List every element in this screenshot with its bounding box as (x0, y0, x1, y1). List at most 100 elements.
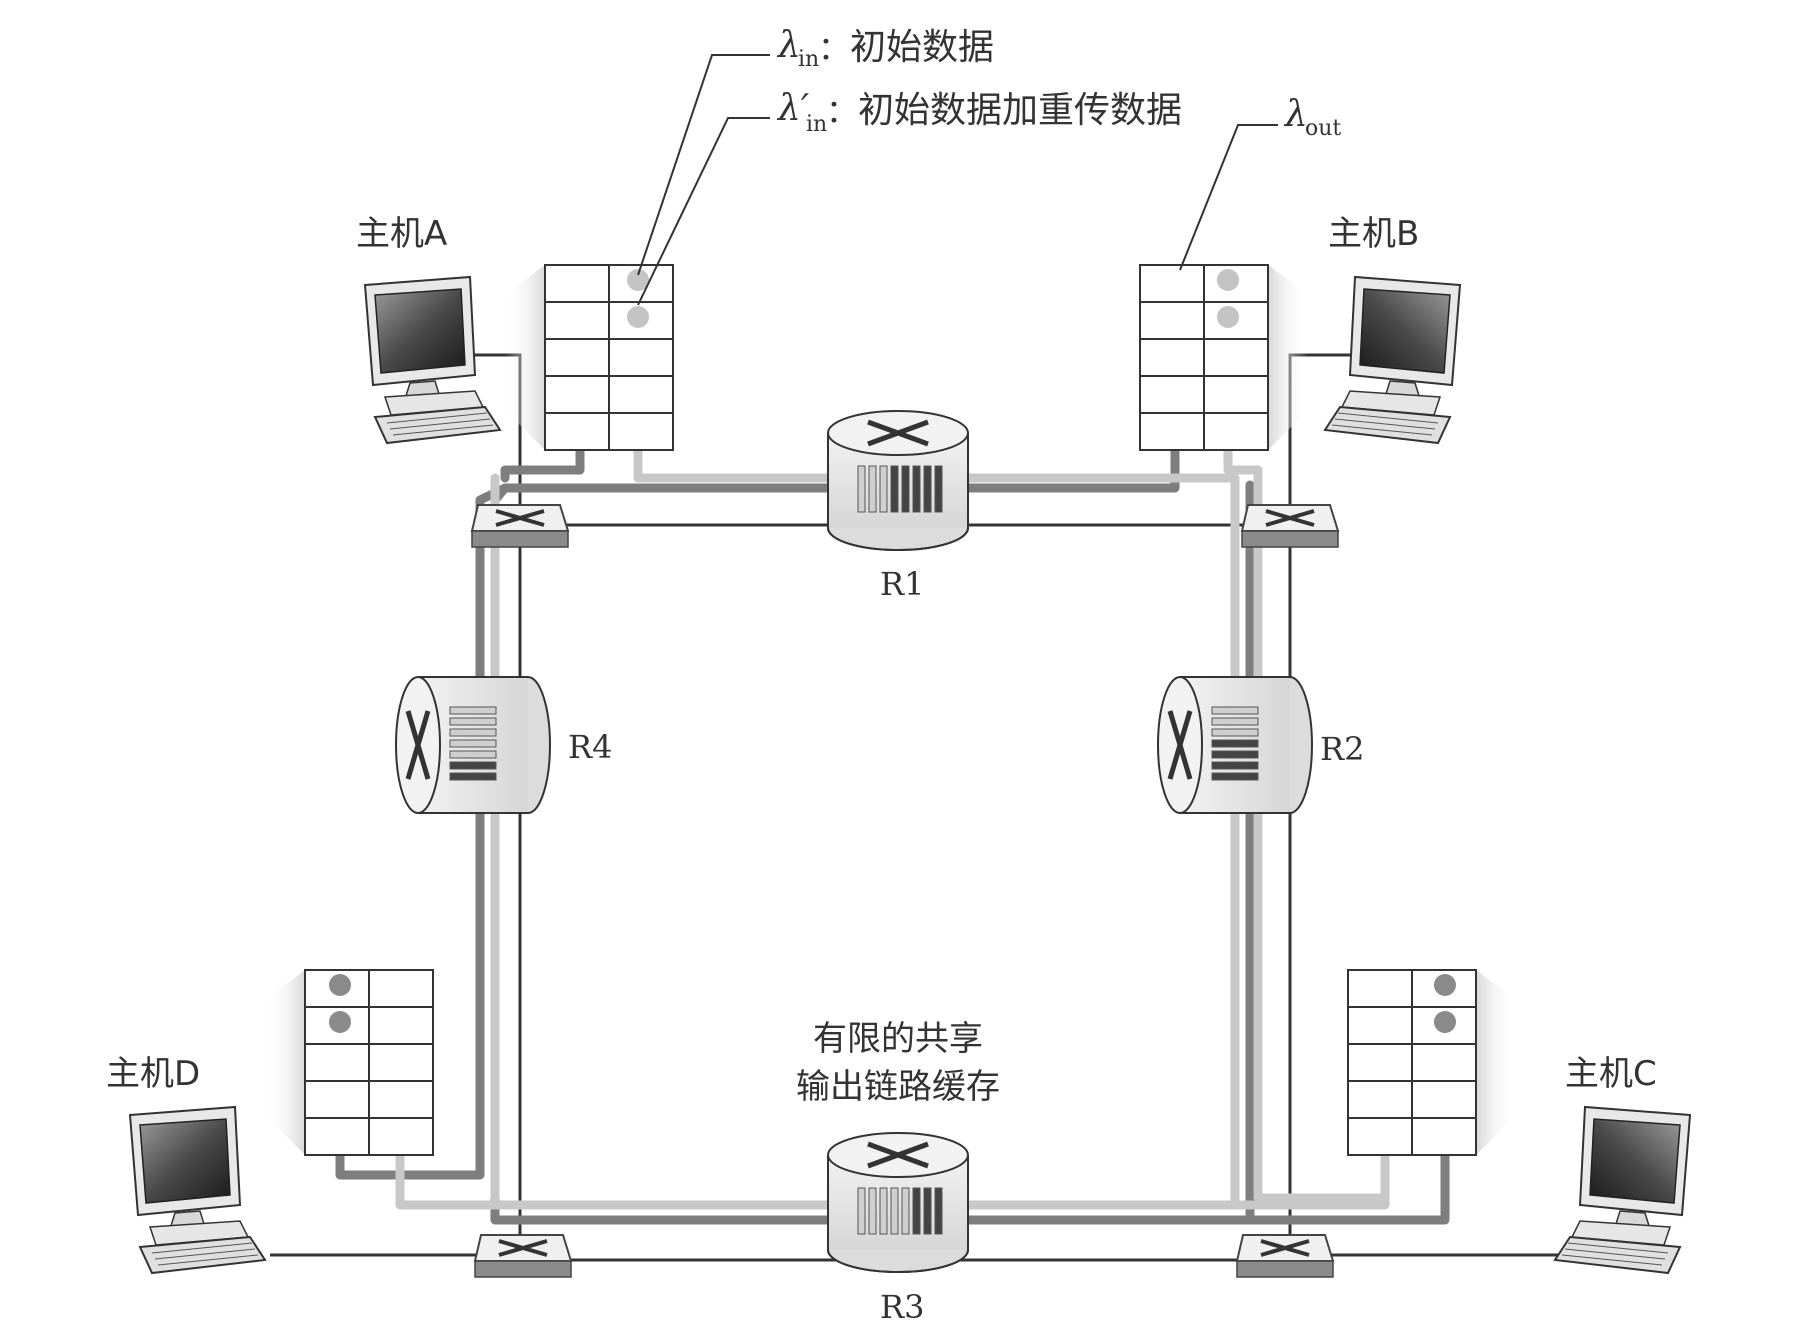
flow-dot (1217, 306, 1239, 328)
buffer-slot (1211, 772, 1259, 781)
buffer-slot (1211, 717, 1259, 726)
buffer-slot (890, 465, 899, 513)
switch-top-left (470, 504, 570, 548)
legend-callout-lines (637, 54, 1278, 306)
flow-dot (1434, 974, 1456, 996)
host-computers (128, 275, 1692, 1275)
monitor-screen (374, 288, 466, 374)
lambda-out-symbol: λ (1283, 94, 1308, 135)
switch-side (1236, 1260, 1334, 1278)
lambda-in-symbol: λ (776, 25, 801, 66)
flow-dot (627, 306, 649, 328)
buffer-slot (879, 465, 888, 513)
monitor-screen (139, 1118, 231, 1204)
buffer-slot (901, 465, 910, 513)
host-b-label: 主机B (1328, 214, 1419, 254)
router-r1-label: R1 (880, 565, 924, 603)
lambda-in-prime-symbol: λ′ (776, 88, 809, 129)
keyboard-key-row (386, 412, 488, 424)
flow-dot (1434, 1011, 1456, 1033)
table-shadow (265, 970, 305, 1155)
buffer-slot (1211, 739, 1259, 748)
router-side (527, 676, 551, 814)
lambda-in-prime-text: 初始数据加重传数据 (858, 90, 1182, 131)
lambda-in-sub: in (798, 47, 819, 72)
buffer-slot (912, 1187, 921, 1235)
host-b-computer (1323, 275, 1462, 445)
host-a-computer (363, 275, 502, 445)
router-r2-label: R2 (1320, 730, 1364, 768)
router-x-icon (405, 710, 431, 780)
switch-top-right (1240, 504, 1340, 548)
host-c-label: 主机C (1565, 1054, 1657, 1094)
keyboard-key-row (1564, 1248, 1666, 1260)
switch-side (1241, 530, 1339, 548)
buffer-slot (868, 465, 877, 513)
switch-x-icon (495, 509, 545, 527)
buffer-slot (857, 1187, 866, 1235)
flow-dot (1217, 269, 1239, 291)
buffer-slot (868, 1187, 877, 1235)
keyboard-key-row (157, 1254, 259, 1266)
buffer-slot (857, 465, 866, 513)
lambda-in-prime-sub: in (806, 112, 827, 137)
host-c-computer (1553, 1105, 1692, 1275)
keyboard-key-row (392, 424, 494, 436)
buffer-slot (934, 465, 943, 513)
host-c-table (1347, 969, 1516, 1156)
switch-x-icon (498, 1239, 548, 1257)
host-tables (265, 264, 1516, 1156)
buffer-slot (1211, 761, 1259, 770)
buffer-slot (449, 750, 497, 759)
legend-lambda-in: λ in ： 初始数据 (776, 25, 994, 72)
lambda-in-text: 初始数据 (850, 27, 994, 68)
host-a-table (505, 264, 674, 451)
keyboard-key-row (389, 418, 491, 430)
buffer-note-line2: 输出链路缓存 (796, 1067, 1000, 1107)
router-x-icon (1167, 710, 1193, 780)
host-b-table (1139, 264, 1308, 451)
buffer-slot (879, 1187, 888, 1235)
table-shadow (1476, 970, 1516, 1155)
buffer-slot (901, 1187, 910, 1235)
switch-x-icon (1260, 1239, 1310, 1257)
link-switches (470, 504, 1340, 1278)
router-bottom-edge (827, 527, 969, 551)
lambda-in-sep: ： (818, 29, 850, 67)
legend-lambda-in-prime: λ′ in ： 初始数据加重传数据 (776, 88, 1182, 137)
keyboard-key-row (151, 1242, 253, 1254)
lambda-in-prime-sep: ： (826, 92, 858, 130)
buffer-slot (923, 1187, 932, 1235)
host-a-label: 主机A (356, 214, 447, 254)
switch-bottom-right (1235, 1234, 1335, 1278)
buffer-slot (449, 706, 497, 715)
buffer-slot (912, 465, 921, 513)
keyboard-key-row (1334, 418, 1436, 430)
switch-side (471, 530, 569, 548)
buffer-slot (934, 1187, 943, 1235)
buffer-slot (890, 1187, 899, 1235)
buffer-slot (449, 772, 497, 781)
flow-dot (329, 1011, 351, 1033)
buffer-slot (1211, 750, 1259, 759)
buffer-slot (449, 717, 497, 726)
router-x-icon (867, 419, 929, 447)
table-shadow (1268, 265, 1308, 450)
router-r2 (1157, 676, 1313, 814)
keyboard-key-row (154, 1248, 256, 1260)
lambda-out-sub: out (1305, 116, 1341, 141)
buffer-note-line1: 有限的共享 (813, 1019, 983, 1059)
buffer-slot (449, 739, 497, 748)
host-d-computer (128, 1105, 267, 1275)
host-d-label: 主机D (106, 1054, 200, 1094)
monitor-screen (1359, 288, 1451, 374)
host-d-table (265, 969, 434, 1156)
legend-lambda-out: λ out (1283, 94, 1341, 141)
buffer-slot (923, 465, 932, 513)
switch-bottom-left (473, 1234, 573, 1278)
flow-dot (627, 269, 649, 291)
table-shadow (505, 265, 545, 450)
keyboard-key-row (1337, 412, 1439, 424)
router-side (1289, 676, 1313, 814)
router-r1 (827, 410, 969, 551)
